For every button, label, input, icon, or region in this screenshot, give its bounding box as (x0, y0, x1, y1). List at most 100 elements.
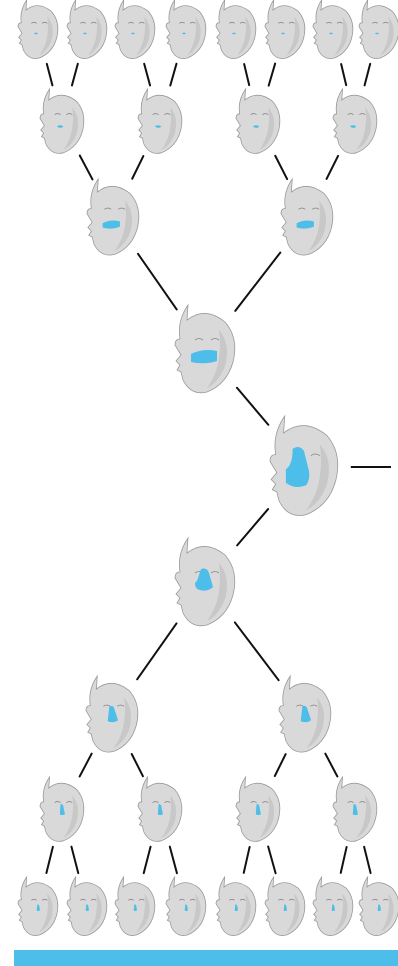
face-node-t11 (235, 87, 281, 154)
face-node-t3 (114, 0, 156, 59)
tree-edge (45, 845, 54, 875)
tree-edge (235, 386, 270, 426)
face-shading (356, 107, 372, 150)
highlight-region-mouth (102, 220, 120, 229)
face-shading (306, 444, 329, 511)
eye-lines (54, 801, 73, 803)
tree-edge (267, 62, 277, 87)
face-shading (161, 107, 177, 150)
face-shading (207, 563, 227, 621)
tree-edge (267, 845, 277, 875)
face-shading (161, 795, 177, 838)
face-shading (334, 893, 348, 933)
face-shading (259, 107, 275, 150)
highlight-region-nose-part (157, 804, 163, 816)
face-shading (308, 200, 327, 251)
face-node-n-mid (269, 414, 339, 516)
tree-edge (363, 62, 372, 87)
face-shading (306, 697, 325, 748)
highlight-region-lip-spot (281, 32, 285, 35)
eye-lines (326, 898, 343, 901)
highlight-region-mouth (296, 220, 314, 229)
eye-lines (128, 21, 145, 24)
face-shading (187, 16, 201, 56)
face-node-t13 (86, 177, 140, 256)
eye-lines (128, 898, 145, 901)
face-shading (88, 893, 102, 933)
tree-edge (143, 62, 152, 87)
face-shading (334, 16, 348, 56)
face-node-t7 (312, 0, 354, 59)
highlight-region-nose (195, 568, 213, 591)
tree-edge (274, 154, 289, 181)
face-shading (237, 893, 251, 933)
face-shading (187, 893, 201, 933)
face-shading (286, 893, 300, 933)
face-shading (39, 893, 53, 933)
eye-lines (152, 113, 171, 115)
tree-edge (78, 154, 94, 181)
face-shading (207, 330, 227, 388)
face-node-l8 (358, 875, 398, 936)
tree-edge (142, 845, 152, 875)
tree-edge (325, 154, 340, 180)
highlight-region-nose-spot (184, 904, 188, 911)
face-shading (259, 795, 275, 838)
tree-edge (45, 62, 54, 87)
eye-lines (229, 898, 246, 901)
face-node-t10 (137, 87, 183, 154)
eye-lines (31, 21, 48, 24)
highlight-region-lip-small (154, 125, 162, 128)
face-node-t5 (215, 0, 257, 59)
eye-lines (250, 113, 269, 115)
eye-lines (229, 21, 246, 24)
face-shading (63, 795, 79, 838)
highlight-region-lip-spot (131, 32, 135, 35)
face-node-t2 (66, 0, 108, 59)
tree-edge (340, 63, 348, 87)
highlight-region-nose-part (59, 804, 65, 816)
face-shading (136, 16, 150, 56)
eye-lines (298, 207, 320, 210)
face-node-l4 (165, 875, 207, 936)
face-shading (286, 16, 300, 56)
tree-edge (136, 622, 178, 681)
eye-lines (372, 21, 389, 24)
eye-lines (31, 898, 48, 901)
eye-lines (372, 898, 389, 901)
eye-lines (347, 113, 366, 115)
highlight-region-lip-spot (329, 32, 333, 35)
face-shading (380, 16, 394, 56)
tree-edge (363, 845, 372, 875)
tree-edge (339, 845, 348, 874)
highlight-region-lip-small (56, 125, 64, 128)
face-shading (114, 200, 133, 251)
highlight-region-nose-spot (283, 904, 287, 911)
tree-edge (78, 752, 93, 778)
face-shading (88, 16, 102, 56)
eye-lines (296, 704, 318, 707)
face-node-t6 (264, 0, 306, 59)
face-node-t1 (17, 0, 59, 59)
highlight-region-nose-mouth (285, 447, 310, 487)
face-node-l6 (264, 875, 306, 936)
eye-lines (326, 21, 343, 24)
face-node-b1 (174, 536, 236, 627)
bottom-accent-bar (14, 950, 398, 966)
highlight-region-nose-spot (85, 904, 89, 911)
eye-lines (80, 21, 97, 24)
face-shading (380, 893, 394, 933)
highlight-region-nose-spot (234, 904, 238, 911)
highlight-region-lip-small (349, 125, 357, 128)
face-node-l3 (114, 875, 156, 936)
face-shading (356, 795, 372, 838)
face-node-l2 (66, 875, 108, 936)
highlight-region-nose-spot (331, 904, 335, 911)
eye-lines (179, 898, 196, 901)
highlight-region-nose-spot (377, 904, 381, 911)
eye-lines (152, 801, 171, 803)
highlight-region-lip-spot (375, 32, 379, 35)
eye-lines (80, 898, 97, 901)
